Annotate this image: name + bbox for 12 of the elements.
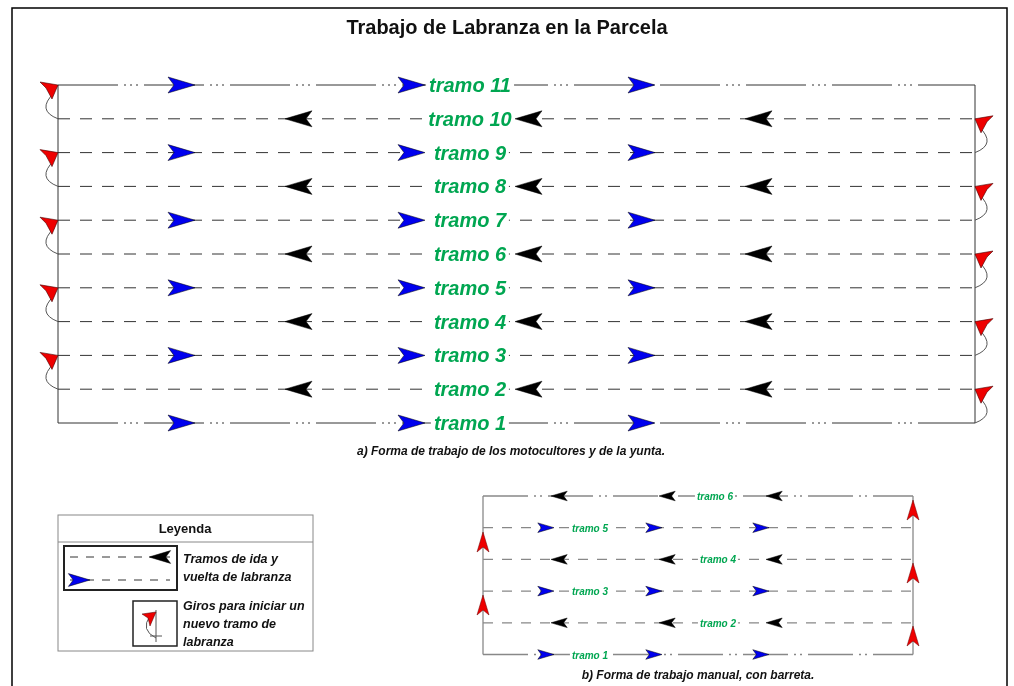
row-label: tramo 5 (569, 522, 611, 534)
legend-text: Giros para iniciar un nuevo tramo de labranza (183, 598, 306, 651)
figure-caption: a) Forma de trabajo de los motocultores y de la yunta. (356, 444, 666, 458)
figure-caption: b) Forma de trabajo manual, con barreta. (581, 668, 815, 682)
row-label: tramo 1 (569, 649, 611, 660)
legend-title: Leyenda (158, 520, 212, 536)
diagram-title: Trabajo de Labranza en la Parcela (346, 15, 668, 39)
row-label: tramo 2 (697, 617, 739, 629)
row-label: tramo 4 (697, 553, 739, 565)
legend-text: Tramos de ida y vuelta de labranza (183, 551, 293, 586)
row-label: tramo 6 (694, 490, 736, 502)
row-label: tramo 3 (569, 585, 611, 597)
